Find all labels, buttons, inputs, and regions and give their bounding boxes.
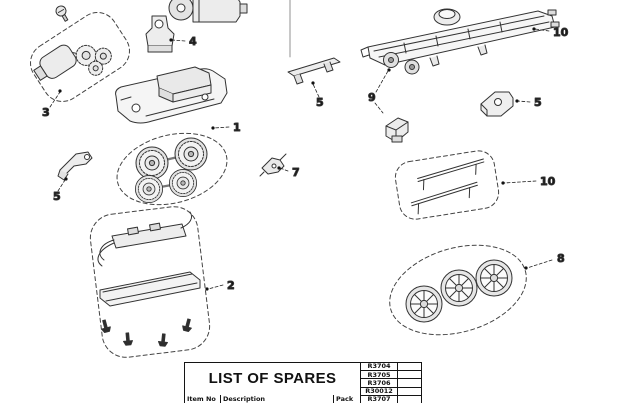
item-no-cell: R3707 bbox=[361, 395, 398, 403]
item-no-cell: R3706 bbox=[361, 379, 398, 388]
item-no-cell: R3704 bbox=[361, 363, 398, 372]
callout-1: 1 bbox=[233, 121, 241, 134]
coupling-left-drawing bbox=[57, 151, 93, 181]
pcb-baseplate-drawing bbox=[89, 206, 211, 358]
retainer-bracket-drawing bbox=[145, 15, 175, 53]
screw-top-left bbox=[55, 5, 69, 22]
header-pack: Pack bbox=[336, 395, 354, 403]
motor-gear-assembly-drawing bbox=[30, 12, 130, 102]
pack-cell bbox=[398, 395, 422, 403]
callout-5-left: 5 bbox=[53, 190, 61, 203]
header-description: Description bbox=[221, 395, 334, 403]
spoked-wheel-set-drawing bbox=[389, 244, 527, 336]
footsteps-drawing bbox=[394, 150, 500, 220]
callout-10-top: 10 bbox=[553, 26, 569, 39]
pack-cell bbox=[398, 379, 422, 388]
pack-cell bbox=[398, 363, 422, 372]
header-item-no: Item No bbox=[185, 395, 221, 403]
leader-lines bbox=[49, 27, 553, 291]
callout-8: 8 bbox=[557, 252, 565, 265]
callout-5-right: 5 bbox=[534, 96, 542, 109]
callout-7: 7 bbox=[292, 166, 300, 179]
bracket-right-drawing bbox=[480, 91, 514, 117]
step-board-drawing bbox=[287, 57, 341, 85]
chassis-block-drawing bbox=[115, 66, 228, 124]
callout-5-middle: 5 bbox=[316, 96, 324, 109]
pack-cell bbox=[398, 387, 422, 396]
item-no-cell: R3705 bbox=[361, 371, 398, 380]
coupling-mount-drawing bbox=[385, 117, 409, 143]
callout-3: 3 bbox=[42, 106, 50, 119]
pack-cell bbox=[398, 371, 422, 380]
geared-wheelsets-drawing bbox=[116, 132, 228, 206]
item-no-cell: R30012 bbox=[361, 387, 398, 396]
table-header-row: Item No Description Pack bbox=[184, 395, 361, 403]
underframe-drawing bbox=[360, 8, 560, 75]
callout-9: 9 bbox=[368, 91, 376, 104]
item-no-column: R3704 R3705 R3706 R30012 R3707 bbox=[361, 362, 422, 403]
callout-2: 2 bbox=[227, 279, 235, 292]
spares-title: LIST OF SPARES bbox=[208, 370, 337, 388]
callout-4: 4 bbox=[189, 35, 197, 48]
callout-10-middle: 10 bbox=[540, 175, 556, 188]
motor-top-drawing bbox=[168, 0, 248, 23]
spares-title-box: LIST OF SPARES bbox=[184, 362, 361, 396]
coupling-small-drawing bbox=[259, 153, 287, 177]
